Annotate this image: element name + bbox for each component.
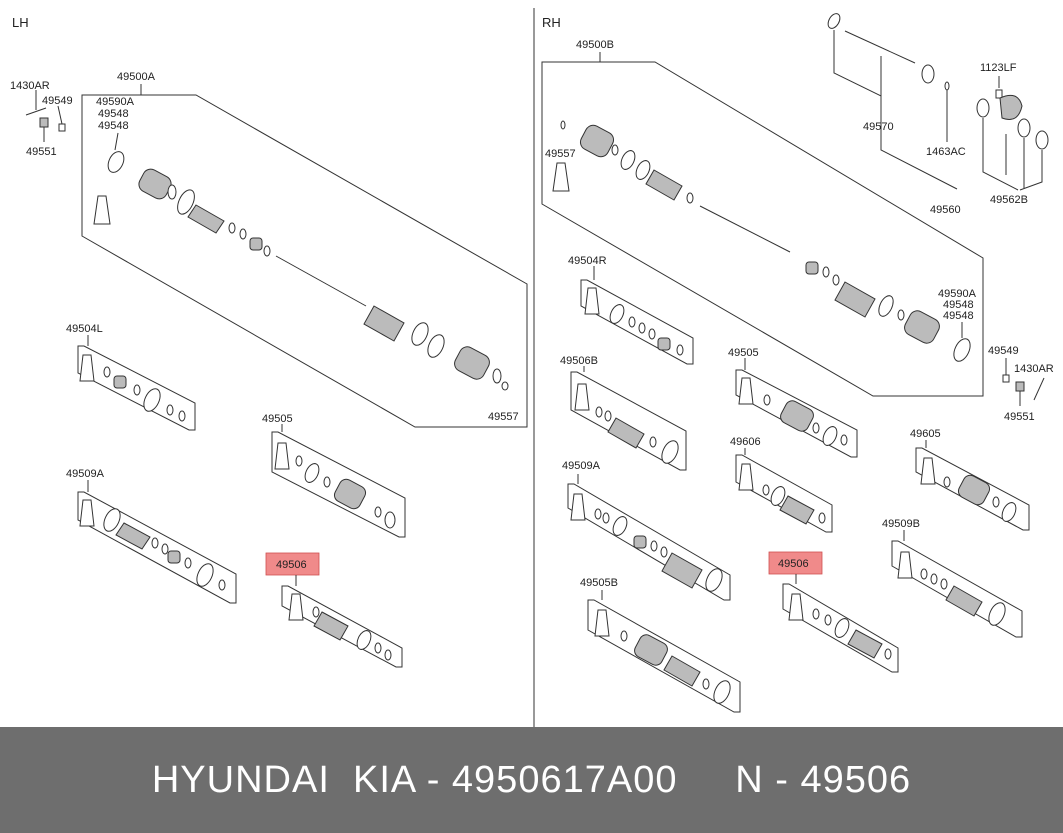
assembly-box-49500B	[541, 61, 984, 397]
kit-box-49504L	[77, 345, 196, 431]
kit-49506-left-parts	[288, 593, 392, 661]
kit-49509A-right-parts	[570, 493, 723, 592]
kit-49505-right-parts	[738, 377, 848, 446]
label-49505B[interactable]: 49505B	[580, 577, 618, 589]
kit-box-49505B	[587, 599, 741, 713]
kit-box-49504R	[580, 279, 694, 365]
label-49505-right[interactable]: 49505	[728, 347, 759, 359]
bolt-1430AR-right	[1033, 377, 1045, 401]
label-1430AR-right[interactable]: 1430AR	[1014, 363, 1054, 375]
label-49562B[interactable]: 49562B	[990, 194, 1028, 206]
label-49590A-left[interactable]: 49590A	[96, 96, 135, 108]
bolt-1430AR-left	[25, 90, 47, 116]
kit-box-49506B	[570, 371, 687, 471]
label-49506-left[interactable]: 49506	[276, 559, 307, 571]
exploded-parts-diagram: LH RH 1430AR 49549 49551 49500A 49590A 4…	[10, 8, 1054, 727]
label-49500B[interactable]: 49500B	[576, 39, 614, 51]
label-49509B[interactable]: 49509B	[882, 518, 920, 530]
kit-49606-parts	[738, 463, 826, 525]
label-49557-right[interactable]: 49557	[545, 148, 576, 160]
right-intermediate-shaft	[827, 13, 958, 190]
label-1123LF[interactable]: 1123LF	[980, 62, 1017, 74]
label-49557-left[interactable]: 49557	[488, 411, 519, 423]
label-49551-left[interactable]: 49551	[26, 146, 57, 158]
kit-49509B-parts	[897, 551, 1006, 626]
part-number-footer: HYUNDAI KIA - 4950617A00 N - 49506	[0, 727, 1063, 833]
label-49551-right[interactable]: 49551	[1004, 411, 1035, 423]
highlight-49506-left	[265, 552, 320, 576]
kit-49509A-left-parts	[79, 499, 226, 591]
label-49504R[interactable]: 49504R	[568, 255, 607, 267]
label-49548a-left[interactable]: 49548	[98, 108, 129, 120]
kit-49506-right-parts	[788, 593, 892, 660]
label-49590A-right[interactable]: 49590A	[938, 288, 977, 300]
kit-box-49505-left	[271, 431, 406, 538]
label-49570[interactable]: 49570	[863, 121, 894, 133]
side-label-lh: LH	[12, 15, 29, 30]
nut-49549-left	[57, 105, 66, 132]
label-49506-right[interactable]: 49506	[778, 558, 809, 570]
kit-box-49509A-left	[77, 491, 237, 604]
label-49509A-right[interactable]: 49509A	[562, 460, 601, 472]
footer-part-number-text: HYUNDAI KIA - 4950617A00 N - 49506	[151, 758, 912, 801]
kit-box-49509A-right	[567, 483, 731, 601]
bearing-bracket-assembly	[976, 76, 1049, 191]
label-49605[interactable]: 49605	[910, 428, 941, 440]
kit-49505-left-parts	[274, 442, 396, 529]
kit-49506B-parts	[574, 383, 679, 464]
label-49505-left[interactable]: 49505	[262, 413, 293, 425]
label-49606[interactable]: 49606	[730, 436, 761, 448]
assembly-box-49500A	[81, 94, 528, 428]
kit-49605-parts	[920, 457, 1017, 522]
kit-box-49505-right	[735, 369, 858, 458]
label-49549-left[interactable]: 49549	[42, 95, 73, 107]
kit-49504R-parts	[584, 287, 684, 356]
label-49504L[interactable]: 49504L	[66, 323, 103, 335]
kit-49504L-parts	[79, 354, 186, 422]
label-49506B[interactable]: 49506B	[560, 355, 598, 367]
washer-49551-left	[39, 117, 49, 142]
washer-49551-right	[1015, 381, 1025, 392]
label-1430AR-left[interactable]: 1430AR	[10, 80, 50, 92]
label-49548b-left[interactable]: 49548	[98, 120, 129, 132]
kit-box-49606	[735, 454, 833, 533]
kit-49505B-parts	[594, 609, 731, 704]
left-driveshaft-parts	[93, 151, 509, 391]
label-49549-right[interactable]: 49549	[988, 345, 1019, 357]
label-49548b-right[interactable]: 49548	[943, 310, 974, 322]
kit-box-49509B	[891, 540, 1023, 638]
kit-box-49506-right	[782, 583, 899, 673]
kit-box-49506-left	[281, 585, 403, 668]
label-49560[interactable]: 49560	[930, 204, 961, 216]
label-49509A-left[interactable]: 49509A	[66, 468, 105, 480]
label-49500A[interactable]: 49500A	[117, 71, 156, 83]
kit-box-49605	[915, 447, 1030, 531]
label-1463AC[interactable]: 1463AC	[926, 146, 966, 158]
nut-49549-right	[1002, 374, 1010, 383]
right-driveshaft-parts	[552, 120, 971, 362]
label-49548a-right[interactable]: 49548	[943, 299, 974, 311]
side-label-rh: RH	[542, 15, 561, 30]
